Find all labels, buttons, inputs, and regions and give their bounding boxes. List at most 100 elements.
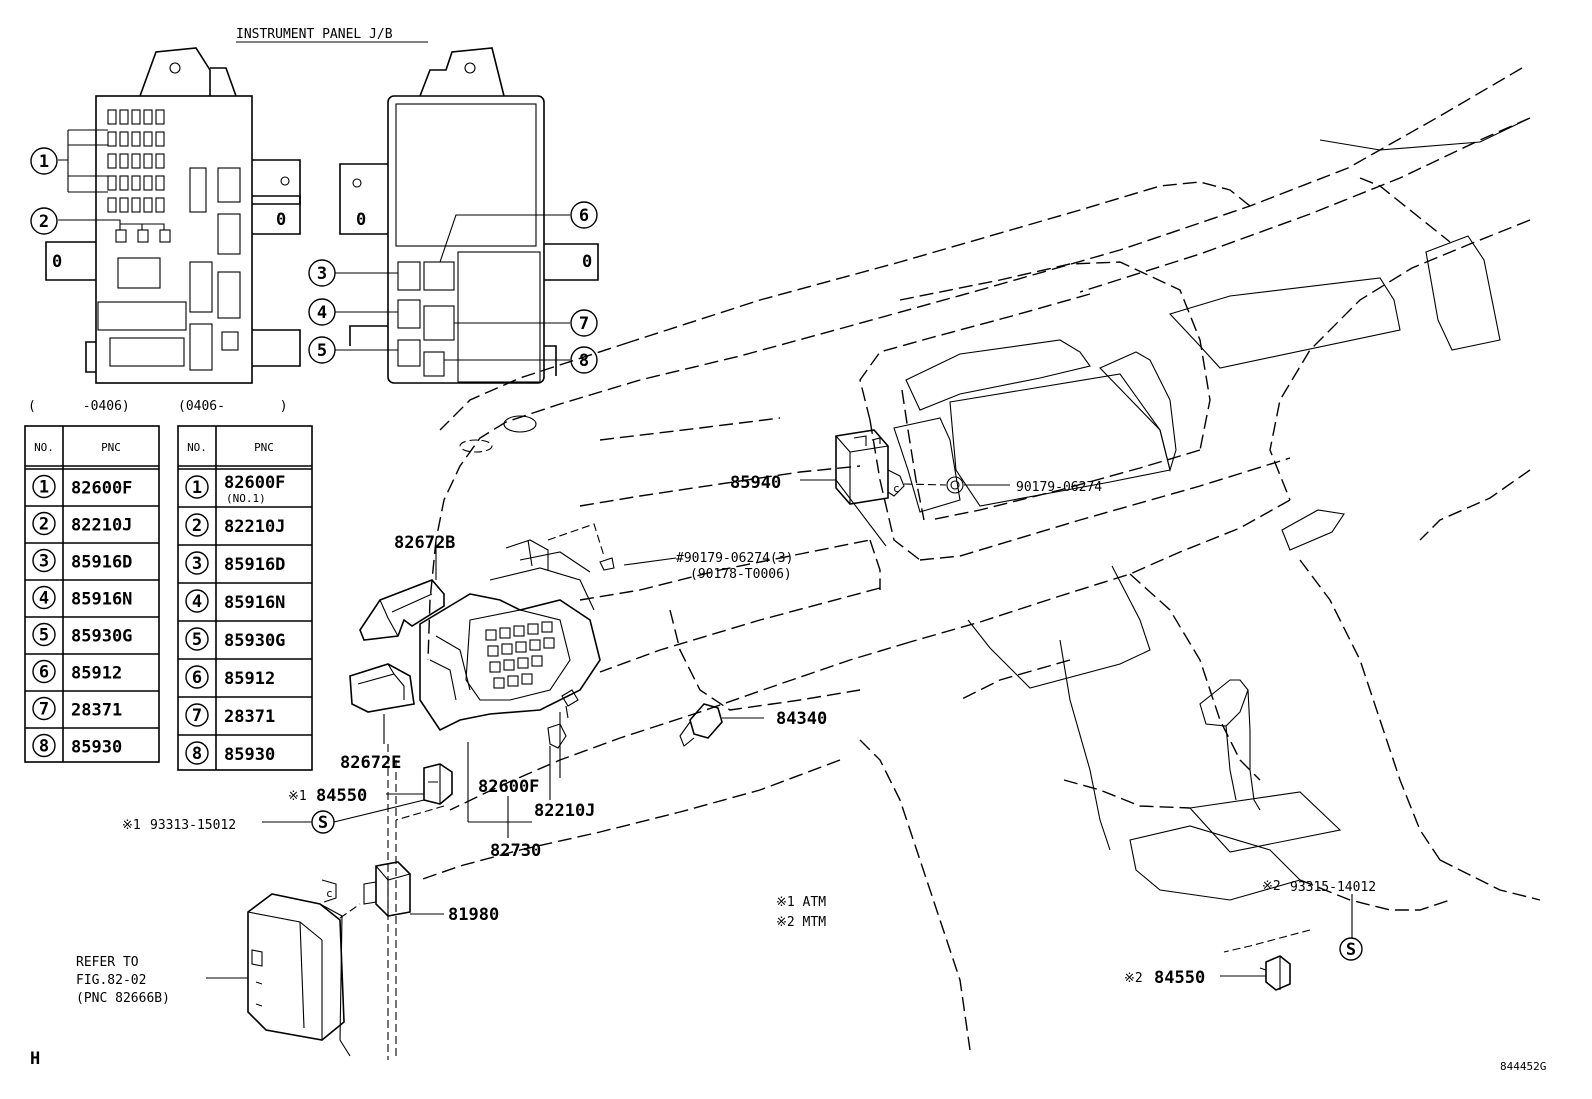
row-pnc: 85916D bbox=[71, 553, 132, 573]
callout-numbers: 1 2 3 4 5 6 7 8 bbox=[30, 147, 598, 374]
ecu-module bbox=[247, 879, 361, 1057]
row-number: 4 bbox=[39, 589, 49, 609]
row-number-circle bbox=[185, 551, 209, 575]
svg-text:3: 3 bbox=[317, 264, 327, 284]
junction-block-front-view: 0 0 bbox=[45, 47, 301, 384]
row-number: 7 bbox=[192, 706, 202, 726]
label-85940: 85940 bbox=[730, 473, 781, 493]
row-number-circle bbox=[32, 696, 56, 721]
table-row: 1 82600F(NO.1) bbox=[185, 473, 285, 505]
row-number: 4 bbox=[192, 592, 202, 612]
svg-text:6: 6 bbox=[579, 206, 589, 226]
table-row: 4 85916N bbox=[32, 585, 132, 610]
col-header-pnc: PNC bbox=[254, 441, 274, 454]
col-header-no: NO. bbox=[34, 441, 54, 454]
switch-84550-atm bbox=[423, 763, 453, 805]
row-number-circle bbox=[32, 585, 56, 610]
label-84550-atm: 84550 bbox=[316, 786, 367, 806]
row-pnc: 85912 bbox=[71, 664, 122, 684]
legend-atm: ※1 ATM bbox=[776, 895, 826, 910]
svg-text:0: 0 bbox=[276, 210, 286, 230]
svg-text:S: S bbox=[1346, 940, 1356, 960]
label-82600f: 82600F bbox=[478, 777, 539, 797]
row-number-circle bbox=[185, 703, 209, 727]
row-number: 1 bbox=[192, 478, 202, 498]
relay-85940 bbox=[835, 429, 905, 505]
row-number: 7 bbox=[39, 700, 49, 720]
clip-symbol-relay: c bbox=[893, 482, 900, 495]
label-93315-14012: 93315-14012 bbox=[1290, 880, 1376, 895]
row-number-circle bbox=[185, 741, 209, 765]
fuse-82600f bbox=[561, 689, 579, 719]
table-row: 6 85912 bbox=[185, 665, 275, 689]
clip-symbol-ecu: c bbox=[326, 887, 333, 900]
figure-code: 844452G bbox=[1500, 1060, 1546, 1073]
row-pnc: 85930G bbox=[71, 627, 132, 647]
col-header-pnc: PNC bbox=[101, 441, 121, 454]
svg-text:0: 0 bbox=[582, 252, 592, 272]
svg-text:0: 0 bbox=[356, 210, 366, 230]
svg-text:2: 2 bbox=[39, 212, 49, 232]
row-pnc: 82210J bbox=[224, 517, 285, 537]
label-82210j: 82210J bbox=[534, 801, 595, 821]
row-number: 2 bbox=[39, 515, 49, 535]
label-81980: 81980 bbox=[448, 905, 499, 925]
row-pnc: 82210J bbox=[71, 516, 132, 536]
row-pnc: 85916N bbox=[71, 590, 132, 610]
screw-93315: S bbox=[1339, 937, 1363, 961]
svg-text:1: 1 bbox=[39, 152, 49, 172]
table-right-range: (0406- ) bbox=[178, 399, 288, 414]
junction-block-rear-view: 0 0 bbox=[334, 47, 599, 384]
label-93313-mark: ※1 bbox=[122, 818, 141, 833]
row-pnc: 85930 bbox=[71, 738, 122, 758]
row-pnc: 82600F bbox=[71, 479, 132, 499]
row-number-circle bbox=[185, 589, 209, 613]
label-90178-t0006: (90178-T0006) bbox=[690, 567, 792, 582]
row-pnc: 85930G bbox=[224, 631, 285, 651]
legend-mtm: ※2 MTM bbox=[776, 915, 826, 930]
label-82672b: 82672B bbox=[394, 533, 455, 553]
label-84340: 84340 bbox=[776, 709, 827, 729]
cover-82672b bbox=[359, 579, 445, 641]
clip-90179 bbox=[903, 476, 964, 494]
row-pnc: 82600F bbox=[224, 473, 285, 493]
row-number-circle bbox=[32, 548, 56, 573]
svg-text:5: 5 bbox=[317, 341, 327, 361]
row-number: 5 bbox=[192, 630, 202, 650]
label-93315-mark: ※2 bbox=[1262, 879, 1281, 894]
row-number: 3 bbox=[192, 554, 202, 574]
junction-block-assembly bbox=[419, 523, 615, 732]
row-pnc: 85930 bbox=[224, 745, 275, 765]
row-pnc: 85912 bbox=[224, 669, 275, 689]
table-frame bbox=[24, 425, 160, 763]
row-number-circle bbox=[185, 627, 209, 651]
svg-text:7: 7 bbox=[579, 314, 589, 334]
diagram-title: INSTRUMENT PANEL J/B bbox=[236, 27, 393, 42]
cover-82672e bbox=[349, 663, 415, 713]
table-row: 2 82210J bbox=[32, 511, 132, 536]
refer-line-2: FIG.82-02 bbox=[76, 973, 146, 988]
screw-93313: S bbox=[311, 810, 335, 834]
relay-81980 bbox=[363, 861, 411, 917]
row-pnc-note: (NO.1) bbox=[226, 492, 266, 505]
switch-84550-mtm bbox=[1259, 955, 1291, 991]
refer-line-3: (PNC 82666B) bbox=[76, 991, 170, 1006]
row-number-circle bbox=[32, 733, 56, 758]
refer-line-1: REFER TO bbox=[76, 955, 139, 970]
leader-lines bbox=[206, 479, 1353, 979]
row-pnc: 85916N bbox=[224, 593, 285, 613]
row-number-circle bbox=[32, 474, 56, 499]
row-number: 6 bbox=[192, 668, 202, 688]
row-number-circle bbox=[32, 511, 56, 536]
